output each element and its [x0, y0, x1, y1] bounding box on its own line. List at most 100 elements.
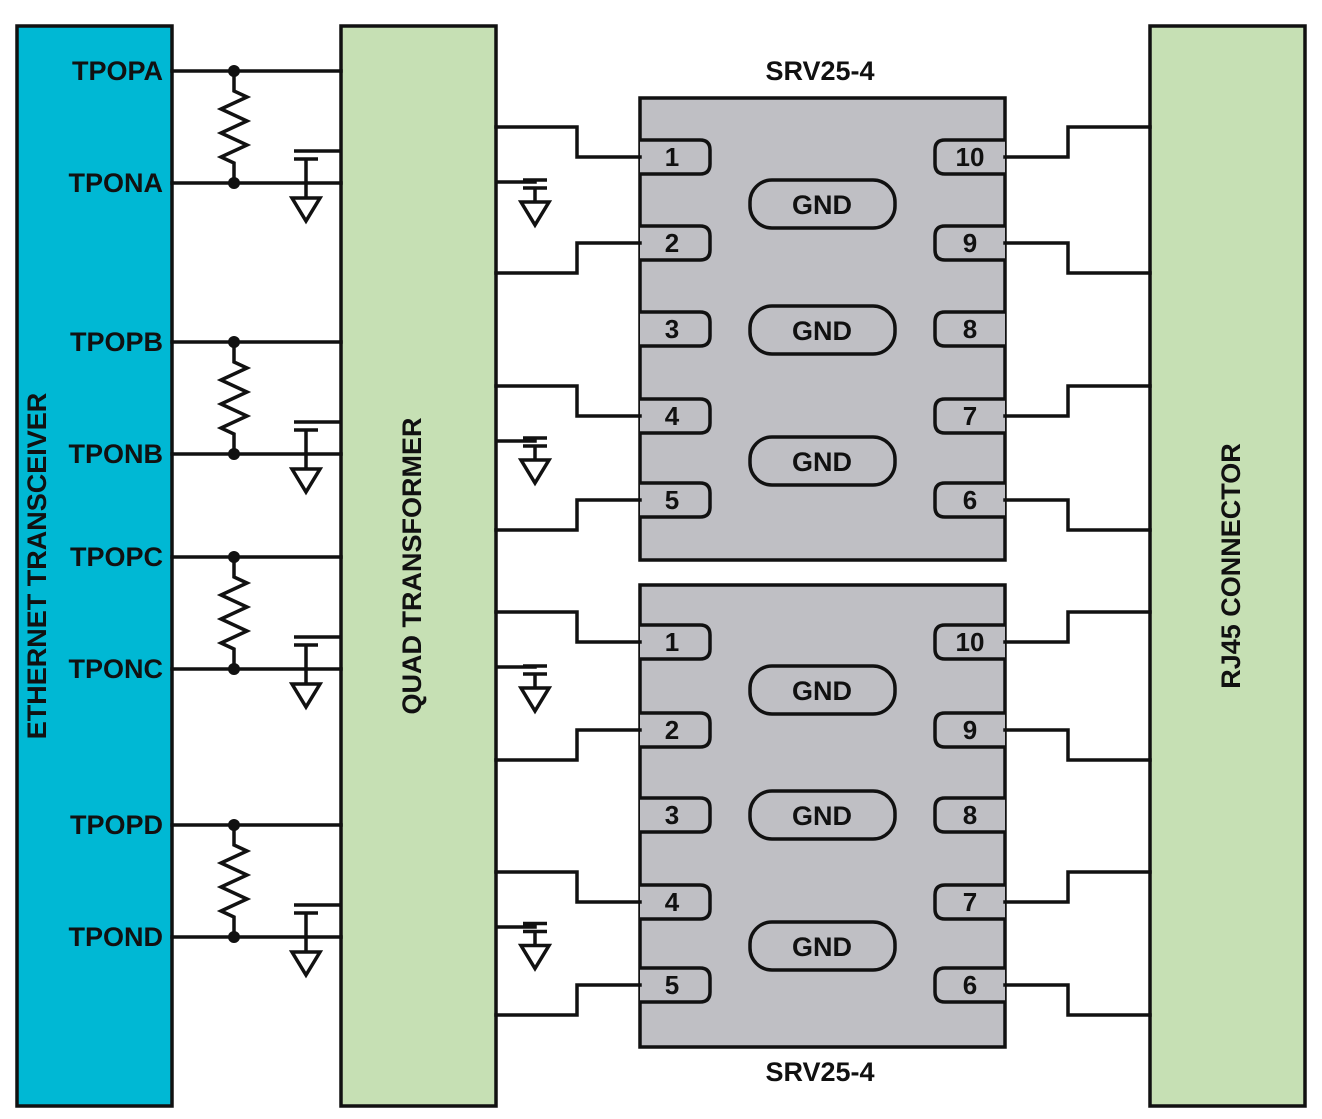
gnd-pad — [748, 789, 897, 841]
resistor-symbol — [216, 825, 252, 937]
pin-number: 7 — [963, 401, 977, 431]
gnd-pad — [748, 178, 897, 230]
capacitor-symbol — [496, 436, 547, 460]
pin-number: 10 — [956, 142, 985, 172]
pin-pad — [640, 966, 712, 1004]
pin-pad — [640, 481, 712, 519]
capacitor-symbol — [294, 420, 341, 469]
pin-number: 9 — [963, 715, 977, 745]
pair-group: TPOPC TPONC — [69, 542, 343, 711]
pin-number: 2 — [665, 228, 679, 258]
pin-number: 1 — [665, 627, 679, 657]
gnd-pad — [748, 664, 897, 716]
ground-icon — [517, 458, 553, 487]
signal-label-positive: TPOPC — [70, 542, 163, 572]
transformer-label: QUAD TRANSFORMER — [397, 418, 427, 715]
pin-number: 10 — [956, 627, 985, 657]
resistor-symbol — [216, 71, 252, 183]
ground-icon — [288, 467, 324, 496]
pin-number: 8 — [963, 800, 977, 830]
pin-pad — [640, 224, 712, 262]
capacitor-symbol — [294, 635, 341, 684]
pin-number: 4 — [665, 887, 680, 917]
resistor-symbol — [216, 557, 252, 669]
signal-label-negative: TPONA — [69, 168, 164, 198]
connector-label: RJ45 CONNECTOR — [1216, 443, 1246, 689]
chip-1-name: SRV25-4 — [765, 56, 874, 86]
signal-label-negative: TPONB — [69, 439, 164, 469]
pin-number: 4 — [665, 401, 680, 431]
pin-number: 6 — [963, 485, 977, 515]
chip-2-name: SRV25-4 — [765, 1057, 874, 1087]
gnd-pad-label: GND — [792, 316, 852, 346]
junction-dot — [228, 663, 240, 675]
pin-pad — [640, 138, 712, 176]
junction-dot — [228, 336, 240, 348]
signal-label-negative: TPOND — [69, 922, 164, 952]
pin-pad — [933, 397, 1005, 435]
pin-pad — [640, 796, 712, 834]
ground-icon — [288, 950, 324, 979]
rj45-connector-block — [1148, 24, 1307, 1108]
pin-pad — [640, 623, 712, 661]
gnd-pad — [748, 304, 897, 356]
pin-pad — [933, 623, 1005, 661]
ground-icon — [517, 200, 553, 229]
pin-number: 5 — [665, 970, 679, 1000]
gnd-pad-label: GND — [792, 447, 852, 477]
ground-icon — [517, 943, 553, 972]
gnd-pad-label: GND — [792, 932, 852, 962]
junction-dot — [228, 551, 240, 563]
pin-pad — [640, 711, 712, 749]
transceiver-label: ETHERNET TRANSCEIVER — [22, 393, 52, 740]
pin-number: 2 — [665, 715, 679, 745]
gnd-pad-label: GND — [792, 801, 852, 831]
capacitor-symbol — [294, 149, 341, 198]
pin-pad — [933, 310, 1005, 348]
pin-pad — [933, 711, 1005, 749]
pin-number: 6 — [963, 970, 977, 1000]
gnd-pad — [748, 435, 897, 487]
pin-number: 3 — [665, 800, 679, 830]
signal-label-positive: TPOPA — [72, 56, 163, 86]
chip-wiring — [494, 125, 1152, 532]
junction-dot — [228, 65, 240, 77]
pair-group: TPOPB TPONB — [69, 327, 343, 496]
pin-pad — [640, 397, 712, 435]
gnd-pad — [748, 920, 897, 972]
signal-label-positive: TPOPD — [70, 810, 163, 840]
signal-label-negative: TPONC — [69, 654, 164, 684]
transceiver-to-transformer-wiring: TPOPA TPONA TPOPB TPONB TPOPC TPONC TPOPD TPOND — [69, 56, 343, 979]
ground-icon — [517, 686, 553, 715]
capacitor-symbol — [496, 178, 547, 202]
pin-pad — [933, 796, 1005, 834]
pin-pad — [640, 883, 712, 921]
ground-icon — [288, 682, 324, 711]
pin-pad — [933, 138, 1005, 176]
pin-pad — [933, 883, 1005, 921]
junction-dot — [228, 177, 240, 189]
pin-pad — [933, 966, 1005, 1004]
gnd-pad-label: GND — [792, 190, 852, 220]
pin-pad — [933, 481, 1005, 519]
pin-number: 9 — [963, 228, 977, 258]
pin-pad — [640, 310, 712, 348]
capacitor-symbol — [294, 903, 341, 952]
pin-pad — [933, 224, 1005, 262]
junction-dot — [228, 931, 240, 943]
pin-number: 5 — [665, 485, 679, 515]
pin-number: 8 — [963, 314, 977, 344]
pin-number: 7 — [963, 887, 977, 917]
capacitor-symbol — [496, 664, 547, 688]
signal-label-positive: TPOPB — [70, 327, 163, 357]
pin-number: 3 — [665, 314, 679, 344]
resistor-symbol — [216, 342, 252, 454]
quad-transformer-block — [339, 24, 498, 1108]
chip-wiring — [494, 610, 1152, 1017]
pair-group: TPOPA TPONA — [69, 56, 343, 225]
pair-group: TPOPD TPOND — [69, 810, 343, 979]
